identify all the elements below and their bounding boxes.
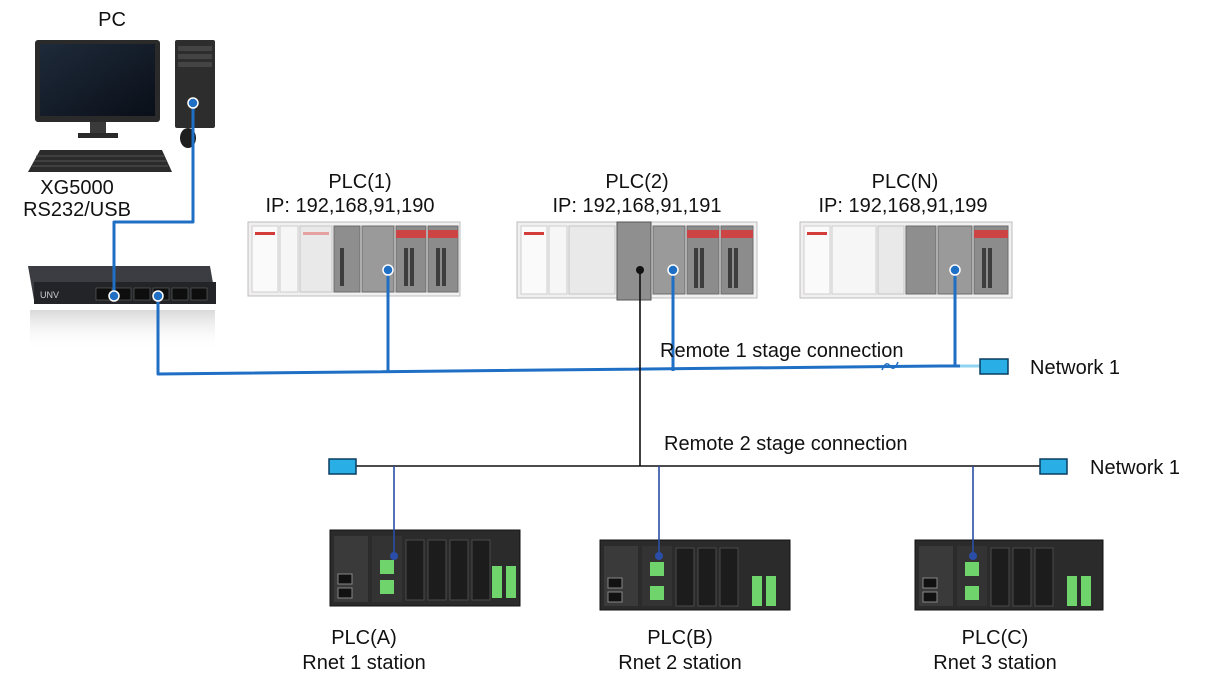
network-1-bus-line <box>156 296 960 376</box>
plc-n-rack-icon <box>799 221 1013 299</box>
plc-b-rack-icon <box>599 539 791 611</box>
plc-n-port-dot <box>949 264 961 276</box>
plc-b-station: Rnet 2 station <box>618 652 742 674</box>
plc-1-port-dot <box>382 264 394 276</box>
plc-2-rnet-port-dot <box>636 266 644 274</box>
plc-1-rack-icon <box>247 221 461 297</box>
remote-stage-2-label: Remote 2 stage connection <box>664 433 908 455</box>
plc-c-station: Rnet 3 station <box>933 652 1057 674</box>
pc-label: PC <box>98 9 126 31</box>
switch-port-1-dot <box>108 290 120 302</box>
line-break-icon <box>881 361 899 371</box>
plc-b-name: PLC(B) <box>647 627 713 649</box>
plc-n-name: PLC(N) <box>871 171 939 193</box>
plc-a-station: Rnet 1 station <box>302 652 426 674</box>
rnet-right-terminator-icon <box>1039 458 1068 475</box>
rnet-left-terminator-icon <box>328 458 357 475</box>
connection-type-label: RS232/USB <box>23 199 131 221</box>
plc-c-port-dot <box>969 552 977 560</box>
plc-n-ip: IP: 192,168,91,199 <box>818 195 988 217</box>
plc-a-rack-icon <box>329 529 521 607</box>
switch-port-2-dot <box>152 290 164 302</box>
plc-1-ip: IP: 192,168,91,190 <box>265 195 435 217</box>
plc-a-name: PLC(A) <box>331 627 397 649</box>
pc-port-dot <box>187 97 199 109</box>
plc-a-port-dot <box>390 552 398 560</box>
network-1-bottom-label: Network 1 <box>1090 457 1181 479</box>
plc-2-name: PLC(2) <box>605 171 669 193</box>
plc-2-rack-icon <box>516 221 758 301</box>
network-1-top-label: Network 1 <box>1030 357 1121 379</box>
remote-stage-1-label: Remote 1 stage connection <box>660 340 904 362</box>
plc-2-ip: IP: 192,168,91,191 <box>552 195 722 217</box>
pc-to-switch-cable <box>112 103 195 296</box>
network-1-terminator-icon <box>979 358 1009 375</box>
plc-c-name: PLC(C) <box>961 627 1029 649</box>
software-label: XG5000 <box>40 177 114 199</box>
switch-brand: UNV <box>40 290 59 300</box>
plc-b-port-dot <box>655 552 663 560</box>
plc-1-name: PLC(1) <box>328 171 392 193</box>
network-switch-icon: UNV <box>28 266 216 350</box>
plc-c-rack-icon <box>914 539 1104 611</box>
pc-icon <box>28 40 215 172</box>
plc-2-port-dot <box>667 264 679 276</box>
